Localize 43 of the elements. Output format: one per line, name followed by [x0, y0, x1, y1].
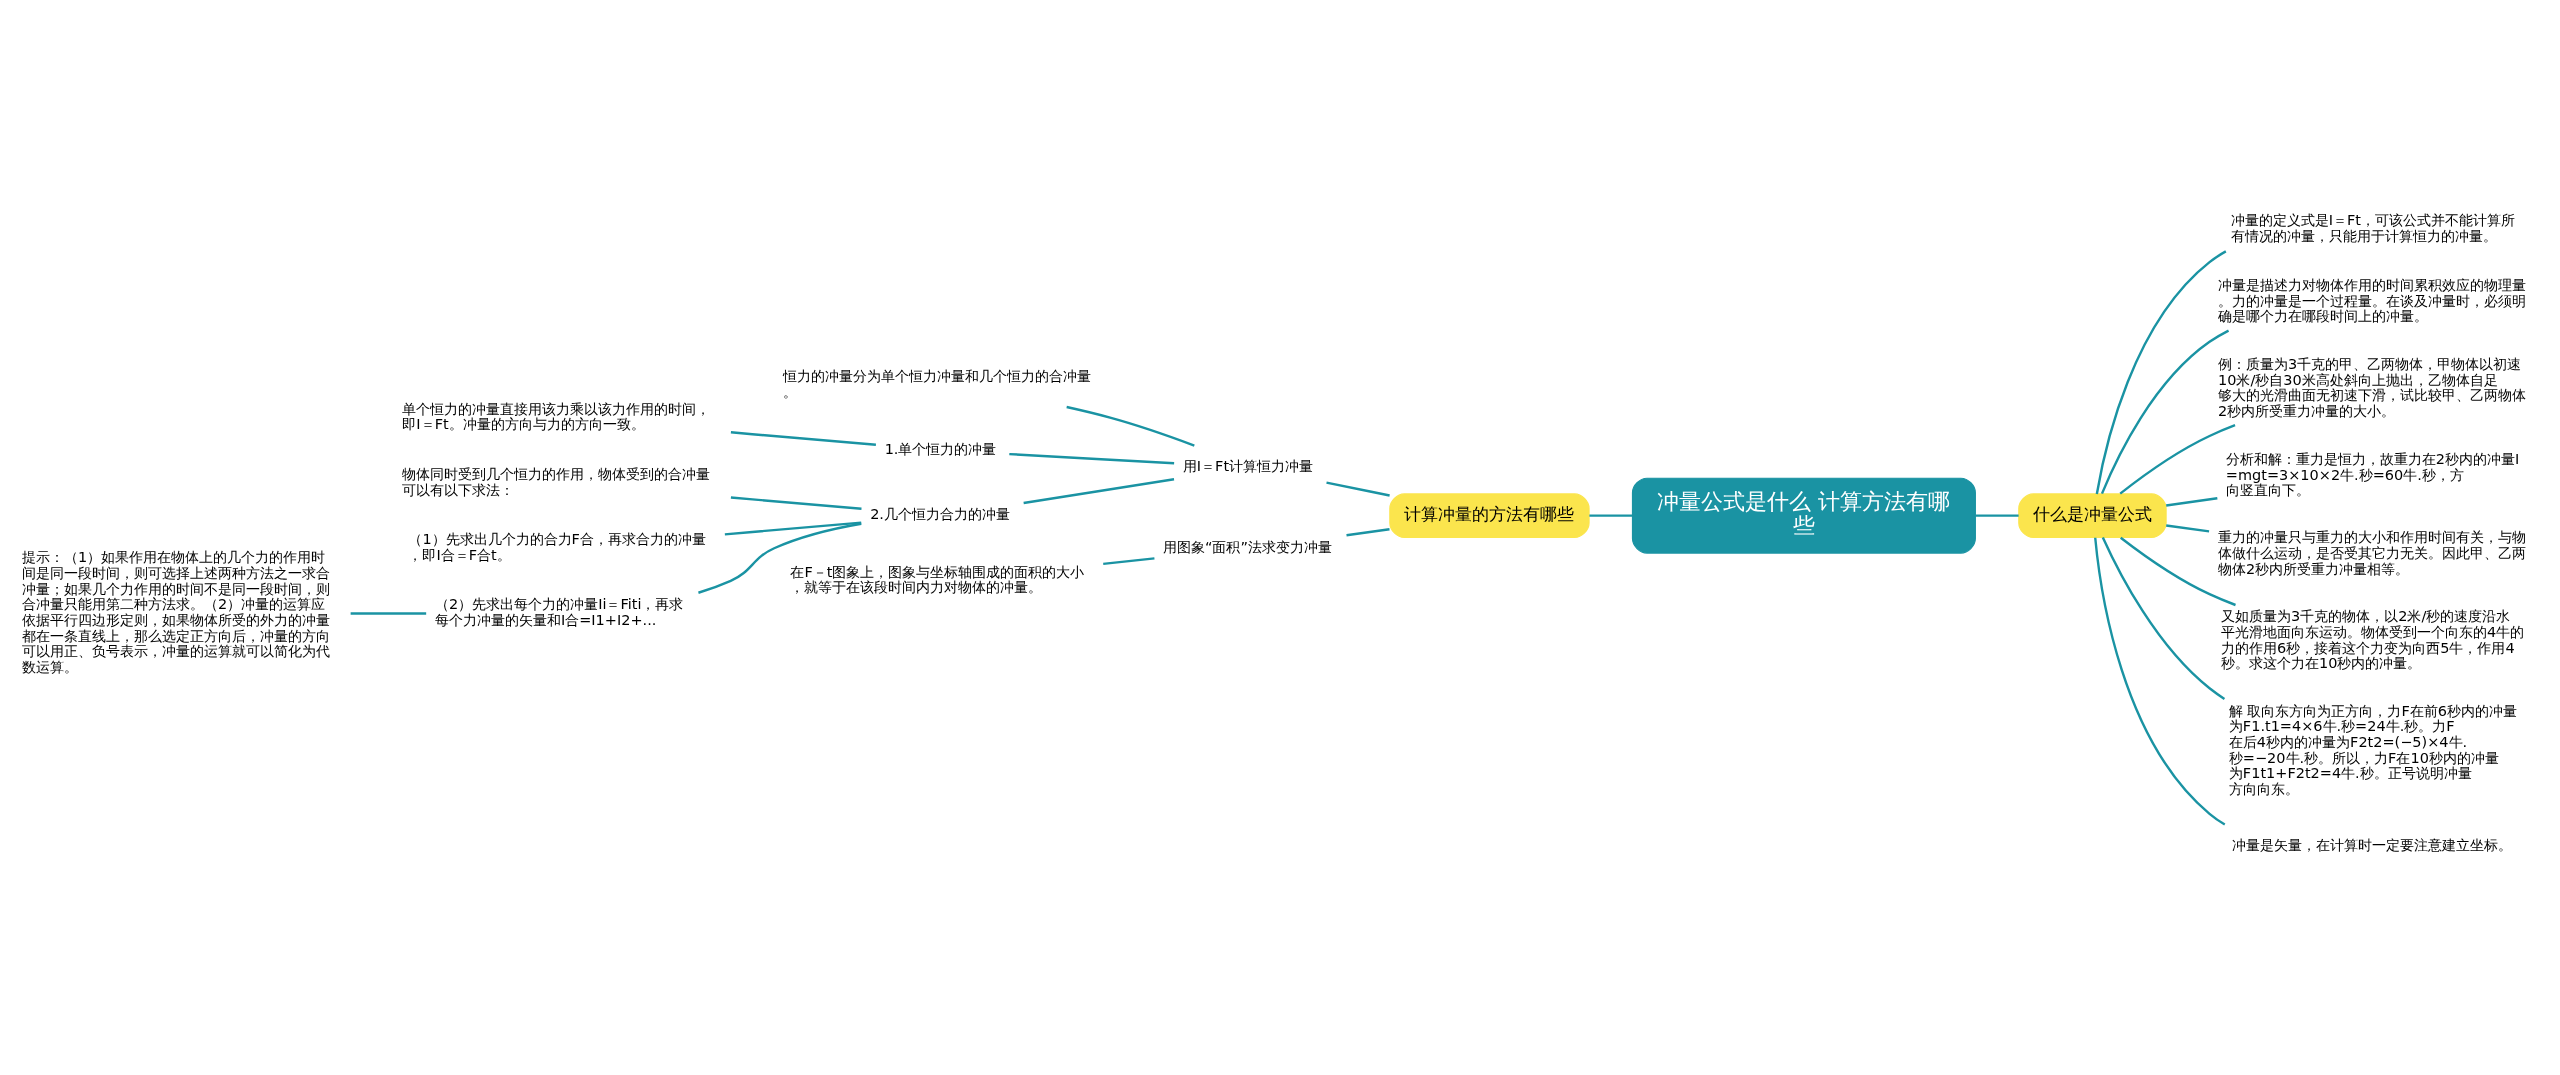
node-text: 冲量的定义式是I＝Ft，可该公式并不能计算所有情况的冲量，只能用于计算恒力的冲量。 — [2230, 211, 2515, 244]
connector — [2120, 536, 2236, 606]
connector — [350, 611, 427, 615]
node-text: 1.单个恒力的冲量 — [884, 440, 997, 457]
connector — [730, 430, 876, 446]
node-text: （1）先求出几个力的合力F合，再求合力的冲量，即I合＝F合t。 — [408, 530, 706, 563]
node-text: 解 取向东方向为正方向，力F在前6秒内的冲量为F1.t1=4×6牛.秒=24牛.秒。力F在后4秒内的冲量为F2t2=(−5)×4牛.秒=−20牛.秒。所以，力F在10秒内的冲量为F1t1+F2t2=4牛.秒。正号说明冲量方向向东。 — [2228, 702, 2518, 797]
connector — [730, 495, 862, 510]
connector — [2095, 249, 2227, 494]
node-box: 什么是冲量公式 — [2018, 492, 2167, 538]
connector — [2166, 523, 2210, 533]
connector — [1589, 513, 1633, 517]
connector — [2166, 496, 2218, 507]
connector — [1346, 527, 1390, 536]
connector — [1066, 405, 1195, 447]
connector — [1009, 452, 1175, 464]
node-text: 又如质量为3千克的物体，以2米/秒的速度沿水平光滑地面向东运动。物体受到一个向东的4牛的力的作用6秒，接着这个力变为向西5牛，作用4秒。求这个力在10秒内的冲量。 — [2221, 607, 2525, 671]
connector — [2119, 423, 2236, 495]
node-text: 重力的冲量只与重力的大小和作用时间有关，与物体做什么运动，是否受其它力无关。因此甲、乙两物体2秒内所受重力冲量相等。 — [2218, 528, 2526, 577]
connector — [2094, 537, 2226, 826]
connector — [1326, 480, 1390, 497]
node-box: 冲量公式是什么 计算方法有哪些 — [1631, 477, 1976, 554]
node-text: 例：质量为3千克的甲、乙两物体，甲物体以初速10米/秒自30米高处斜向上抛出，乙物体自足够大的光滑曲面无初速下滑，试比较甲、乙两物体2秒内所受重力冲量的大小。 — [2218, 355, 2526, 419]
node-text: 冲量是描述力对物体作用的时间累积效应的物理量。力的冲量是一个过程量。在谈及冲量时，必须明确是哪个力在哪段时间上的冲量。 — [2218, 276, 2526, 324]
node-text: 单个恒力的冲量直接用该力乘以该力作用的时间，即I＝Ft。冲量的方向与力的方向一致。 — [402, 400, 711, 432]
node-text: 提示：（1）如果作用在物体上的几个力的作用时间是同一段时间，则可选择上述两种方法之一求合冲量；如果几个力作用的时间不是同一段时间，则合冲量只能用第二种方法求。（2）冲量的运算应依据平行四边形定则，如果物体所受的外力的冲量都在一条直线上，那么选定正方向后，冲量的方向可以用正、负号表示，冲量的运算就可以简化为代数运算。 — [22, 548, 331, 675]
node-text: （2）先求出每个力的冲量Ii＝Fiti，再求每个力冲量的矢量和I合=I1+I2+... — [434, 595, 684, 628]
connector — [2101, 536, 2226, 700]
node-text: 用图象“面积”法求变力冲量 — [1162, 538, 1332, 555]
node-text: 用I＝Ft计算恒力冲量 — [1182, 457, 1314, 474]
node-box: 计算冲量的方法有哪些 — [1389, 492, 1590, 538]
connector — [698, 522, 862, 594]
node-text: 冲量是矢量，在计算时一定要注意建立坐标。 — [2232, 836, 2513, 853]
connector — [1103, 556, 1155, 565]
connector — [1975, 513, 2019, 517]
node-text: 在F－t图象上，图象与坐标轴围成的面积的大小，就等于在该段时间内力对物体的冲量。 — [790, 563, 1085, 595]
node-text: 分析和解：重力是恒力，故重力在2秒内的冲量I=mgt=3×10×2牛.秒=60牛.秒，方向竖直向下。 — [2225, 450, 2520, 498]
connector — [1023, 477, 1175, 504]
connector — [724, 520, 862, 536]
node-text: 恒力的冲量分为单个恒力冲量和几个恒力的合冲量。 — [782, 367, 1091, 400]
node-text: 2.几个恒力合力的冲量 — [870, 505, 1010, 522]
connector — [2100, 329, 2230, 494]
node-text: 物体同时受到几个恒力的作用，物体受到的合冲量可以有以下求法： — [402, 465, 711, 498]
